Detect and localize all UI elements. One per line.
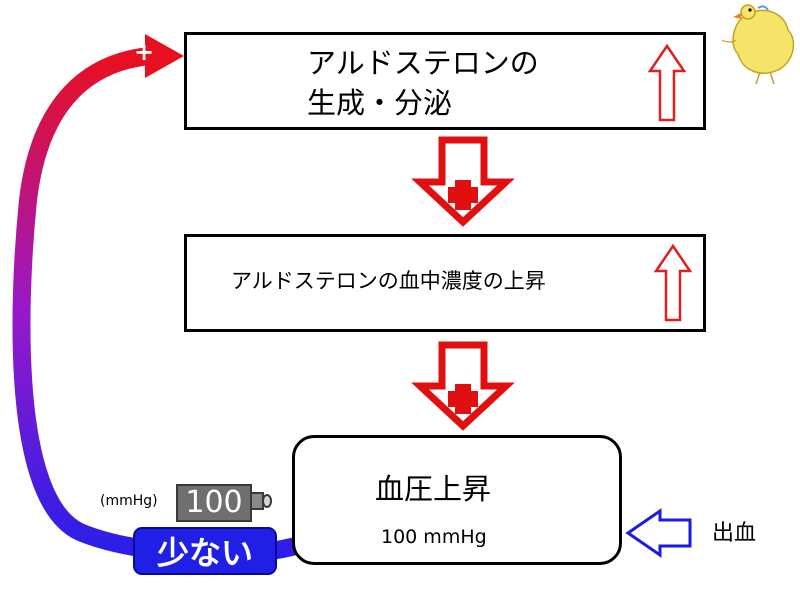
- aldosterone-secretion-line1: アルドステロンの: [307, 46, 539, 80]
- blood-pressure-title: 血圧上昇: [375, 472, 492, 506]
- left-arrow-icon: [625, 508, 692, 558]
- down-plus-arrow-icon: [411, 341, 515, 431]
- aldosterone-secretion-line2: 生成・分泌: [307, 86, 453, 120]
- bleeding-label: 出血: [712, 521, 757, 546]
- up-arrow-icon: [653, 243, 693, 322]
- low-status-badge: 少ない: [133, 527, 277, 575]
- gauge-reading: 100: [185, 485, 243, 520]
- blood-pressure-value: 100 mmHg: [381, 526, 487, 548]
- chick-icon: [721, 4, 795, 85]
- gauge-cap: [262, 494, 272, 508]
- aldosterone-secretion-box: アルドステロンの 生成・分泌: [184, 32, 706, 130]
- up-arrow-icon: [647, 43, 687, 122]
- aldosterone-concentration-text: アルドステロンの血中濃度の上昇: [231, 269, 546, 293]
- aldosterone-concentration-box: アルドステロンの血中濃度の上昇: [184, 234, 706, 332]
- loop-plus-sign: +: [134, 38, 155, 66]
- blood-pressure-box: 血圧上昇 100 mmHg: [292, 435, 622, 565]
- aldosterone-secretion-text: アルドステロンの 生成・分泌: [307, 43, 539, 123]
- gauge-unit-label: (mmHg): [100, 493, 158, 509]
- gauge-icon: 100: [176, 484, 252, 522]
- down-plus-arrow-icon: [411, 136, 515, 227]
